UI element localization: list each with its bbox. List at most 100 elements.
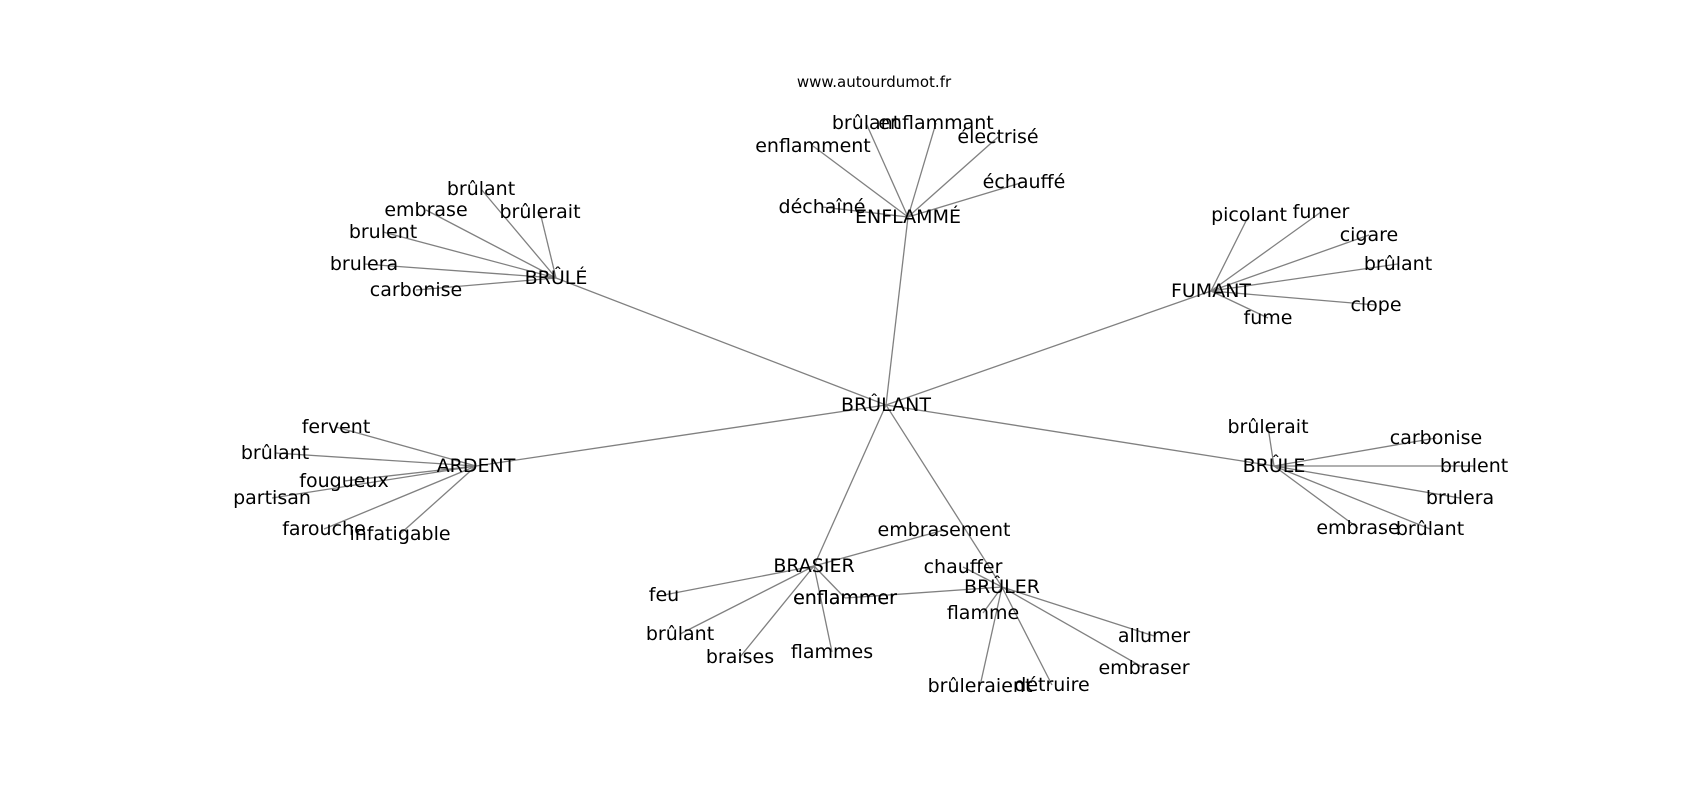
edge-hub-to-leaf xyxy=(1210,290,1377,306)
leaf-word-label: cigare xyxy=(1340,224,1399,246)
hub-word-label: BRÛLER xyxy=(964,574,1040,598)
edge-hub-to-leaf xyxy=(739,565,815,658)
leaf-word-label: détruire xyxy=(1014,674,1089,696)
edge-hub-to-leaf xyxy=(363,263,557,279)
edge-hub-to-leaf xyxy=(813,529,945,567)
edge-hub-to-leaf xyxy=(539,211,557,279)
edge-center-to-hub xyxy=(885,404,1275,467)
edge-hub-to-leaf xyxy=(335,426,477,467)
leaf-word-label: brûlant xyxy=(646,623,714,645)
leaf-word-label: flamme xyxy=(947,602,1019,624)
hub-word-label: BRASIER xyxy=(773,555,854,577)
edge-hub-to-leaf xyxy=(415,277,557,291)
edge-hub-to-leaf xyxy=(865,122,909,218)
leaf-word-label: carbonise xyxy=(370,279,463,301)
edge-hub-to-leaf xyxy=(1210,263,1399,292)
leaf-word-label: fumer xyxy=(1293,201,1350,223)
edge-hub-to-leaf xyxy=(1210,234,1370,292)
edge-hub-to-leaf xyxy=(813,565,833,653)
leaf-word-label: carbonise xyxy=(1390,427,1483,449)
edge-hub-to-leaf xyxy=(1001,586,1053,686)
leaf-word-label: allumer xyxy=(1118,625,1190,647)
hub-word-label: ENFLAMMÉ xyxy=(855,205,961,228)
leaf-word-label: fervent xyxy=(302,416,371,438)
leaf-word-label: échauffé xyxy=(983,171,1066,193)
edge-hub-to-leaf xyxy=(382,231,557,279)
leaf-word-label: embrase xyxy=(1316,517,1399,539)
leaf-word-label: flammes xyxy=(791,641,873,663)
hub-word-label: BRÛLE xyxy=(1243,453,1306,477)
edge-hub-to-leaf xyxy=(907,122,937,218)
edge-hub-to-leaf xyxy=(907,136,999,218)
leaf-word-label: embraser xyxy=(1098,657,1189,679)
edge-center-to-hub xyxy=(813,404,887,567)
leaf-word-label: enflammant xyxy=(878,112,994,134)
leaf-word-label: enflammer xyxy=(793,587,897,609)
leaf-word-label: brûlant xyxy=(832,112,900,134)
edge-hub-to-leaf xyxy=(962,566,1003,588)
leaf-word-label: brûlerait xyxy=(499,201,580,223)
leaf-word-label: brulera xyxy=(330,253,398,275)
edge-center-to-hub xyxy=(885,404,1003,588)
leaf-word-label: fougueux xyxy=(299,470,388,492)
leaf-word-label: brûleraient xyxy=(928,675,1033,697)
graph-labels: www.autourdumot.frbrûlantenflammantenfla… xyxy=(233,73,1508,697)
edge-hub-to-leaf xyxy=(1210,211,1322,292)
leaf-word-label: chauffer xyxy=(924,556,1003,578)
edge-hub-to-leaf xyxy=(1001,586,1155,637)
edge-hub-to-leaf xyxy=(1273,465,1461,499)
leaf-word-label: feu xyxy=(649,584,679,606)
leaf-word-label: brûlant xyxy=(1364,253,1432,275)
edge-hub-to-leaf xyxy=(1273,465,1431,530)
edge-hub-to-leaf xyxy=(663,565,815,596)
leaf-word-label: brûlant xyxy=(1396,518,1464,540)
edge-center-to-hub xyxy=(885,290,1212,406)
edge-hub-to-leaf xyxy=(480,188,557,279)
leaf-word-label: brulent xyxy=(1440,455,1508,477)
leaf-word-label: brulent xyxy=(349,221,417,243)
leaf-word-label: infatigable xyxy=(349,523,450,545)
leaf-word-label: électrisé xyxy=(957,126,1038,148)
source-label: www.autourdumot.fr xyxy=(797,73,952,91)
hub-word-label: BRÛLÉ xyxy=(525,265,588,289)
edge-center-to-hub xyxy=(885,216,909,406)
leaf-word-label: enflamment xyxy=(755,135,871,157)
edge-hub-to-leaf xyxy=(1273,437,1437,467)
edge-hub-to-leaf xyxy=(399,465,477,535)
edge-hub-to-leaf xyxy=(271,465,477,499)
edge-center-to-hub xyxy=(475,404,887,467)
edge-hub-to-leaf xyxy=(982,586,1003,614)
edge-hub-to-leaf xyxy=(679,565,815,635)
leaf-word-label: farouche xyxy=(282,518,366,540)
edge-hub-to-leaf xyxy=(812,145,909,218)
leaf-word-label: clope xyxy=(1350,294,1401,316)
edge-hub-to-leaf xyxy=(343,465,477,482)
leaf-word-label: picolant xyxy=(1211,204,1287,226)
edge-hub-to-leaf xyxy=(323,465,477,530)
leaf-word-label: embrase xyxy=(384,199,467,221)
edge-hub-to-leaf xyxy=(844,586,1003,599)
hub-word-label: ARDENT xyxy=(437,455,516,477)
edge-hub-to-leaf xyxy=(907,181,1025,218)
hub-word-label: FUMANT xyxy=(1171,280,1251,302)
edge-hub-to-leaf xyxy=(425,209,557,279)
edge-hub-to-leaf xyxy=(813,565,846,599)
leaf-word-label: fume xyxy=(1244,307,1293,329)
leaf-word-label: partisan xyxy=(233,487,311,509)
leaf-word-label: enflammer xyxy=(793,587,897,609)
leaf-word-label: brûlant xyxy=(241,442,309,464)
leaf-word-label: braises xyxy=(706,646,774,668)
center-word-label: BRÛLANT xyxy=(841,392,931,416)
edge-hub-to-leaf xyxy=(1210,214,1250,292)
leaf-word-label: déchaîné xyxy=(779,196,866,218)
leaf-word-label: brulera xyxy=(1426,487,1494,509)
edge-hub-to-leaf xyxy=(1267,426,1275,467)
edge-hub-to-leaf xyxy=(1273,465,1359,529)
edge-hub-to-leaf xyxy=(274,452,477,467)
leaf-word-label: brûlerait xyxy=(1227,416,1308,438)
edge-hub-to-leaf xyxy=(979,586,1003,687)
edge-hub-to-leaf xyxy=(1001,586,1145,669)
leaf-word-label: brûlant xyxy=(447,178,515,200)
graph-edges xyxy=(271,122,1474,687)
